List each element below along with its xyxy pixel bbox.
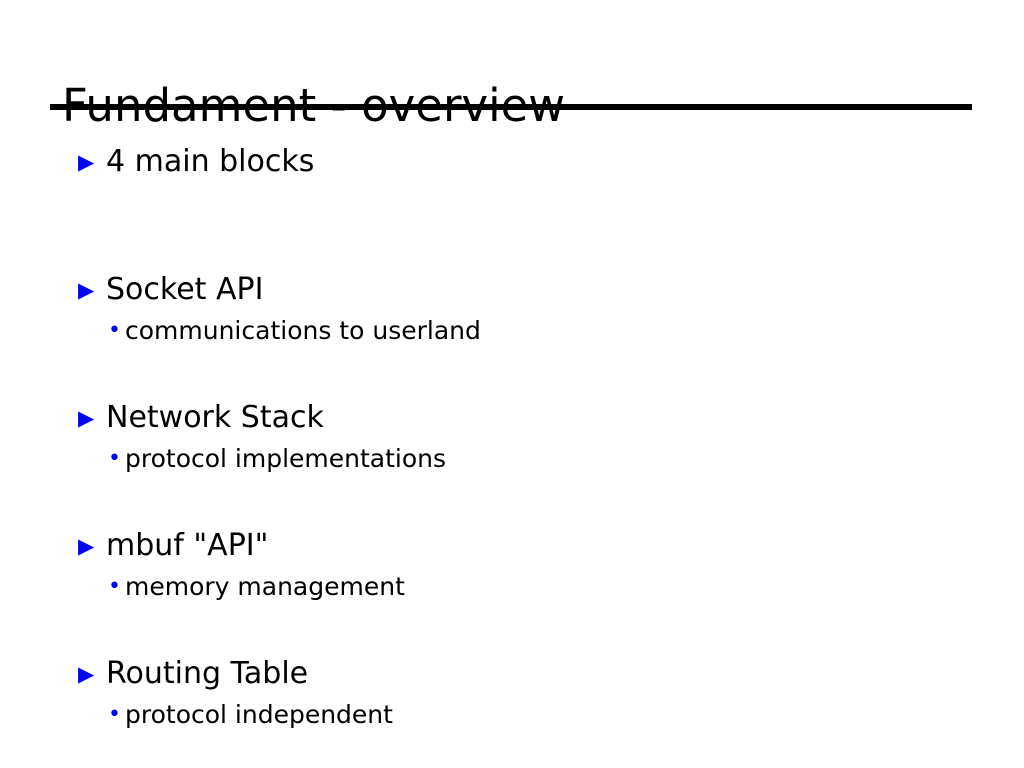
bullet-label: Socket API [106, 272, 264, 307]
block-spacer [0, 478, 1024, 524]
block-spacer [0, 350, 1024, 396]
bullet-label: protocol implementations [125, 444, 447, 473]
triangle-bullet-icon: ▶ [78, 278, 95, 302]
block-spacer [0, 606, 1024, 652]
bullet-label: Routing Table [106, 656, 309, 691]
triangle-bullet-icon: ▶ [78, 406, 95, 430]
bullet-group: ▶ 4 main blocks [0, 140, 1024, 184]
triangle-bullet-icon: ▶ [78, 662, 95, 686]
bullet-item-level2: • communications to userland [0, 312, 1024, 350]
title-underline-rule [50, 104, 972, 110]
block-spacer [0, 230, 1024, 268]
triangle-bullet-icon: ▶ [78, 534, 95, 558]
bullet-item-level2: • protocol independent [0, 696, 1024, 734]
bullet-item-level2: • memory management [0, 568, 1024, 606]
bullet-group: ▶ Socket API • communications to userlan… [0, 268, 1024, 350]
bullet-label: memory management [125, 572, 405, 601]
bullet-group: ▶ Routing Table • protocol independent [0, 652, 1024, 734]
bullet-item-level1: ▶ Routing Table [0, 652, 1024, 696]
dot-bullet-icon: • [108, 318, 121, 343]
bullet-item-level1: ▶ mbuf "API" [0, 524, 1024, 568]
bullet-label: mbuf "API" [106, 528, 269, 563]
bullet-group: ▶ mbuf "API" • memory management [0, 524, 1024, 606]
slide-body: ▶ 4 main blocks ▶ Socket API • communica… [0, 140, 1024, 729]
triangle-bullet-icon: ▶ [78, 150, 95, 174]
bullet-item-level2: • protocol implementations [0, 440, 1024, 478]
block-spacer [0, 184, 1024, 230]
bullet-item-level1: ▶ 4 main blocks [0, 140, 1024, 184]
bullet-label: Network Stack [106, 400, 324, 435]
dot-bullet-icon: • [108, 446, 121, 471]
bullet-item-level1: ▶ Network Stack [0, 396, 1024, 440]
bullet-label: communications to userland [125, 316, 481, 345]
bullet-label: 4 main blocks [106, 144, 315, 179]
dot-bullet-icon: • [108, 702, 121, 727]
bullet-item-level1: ▶ Socket API [0, 268, 1024, 312]
dot-bullet-icon: • [108, 574, 121, 599]
bullet-group: ▶ Network Stack • protocol implementatio… [0, 396, 1024, 478]
bullet-label: protocol independent [125, 700, 393, 729]
